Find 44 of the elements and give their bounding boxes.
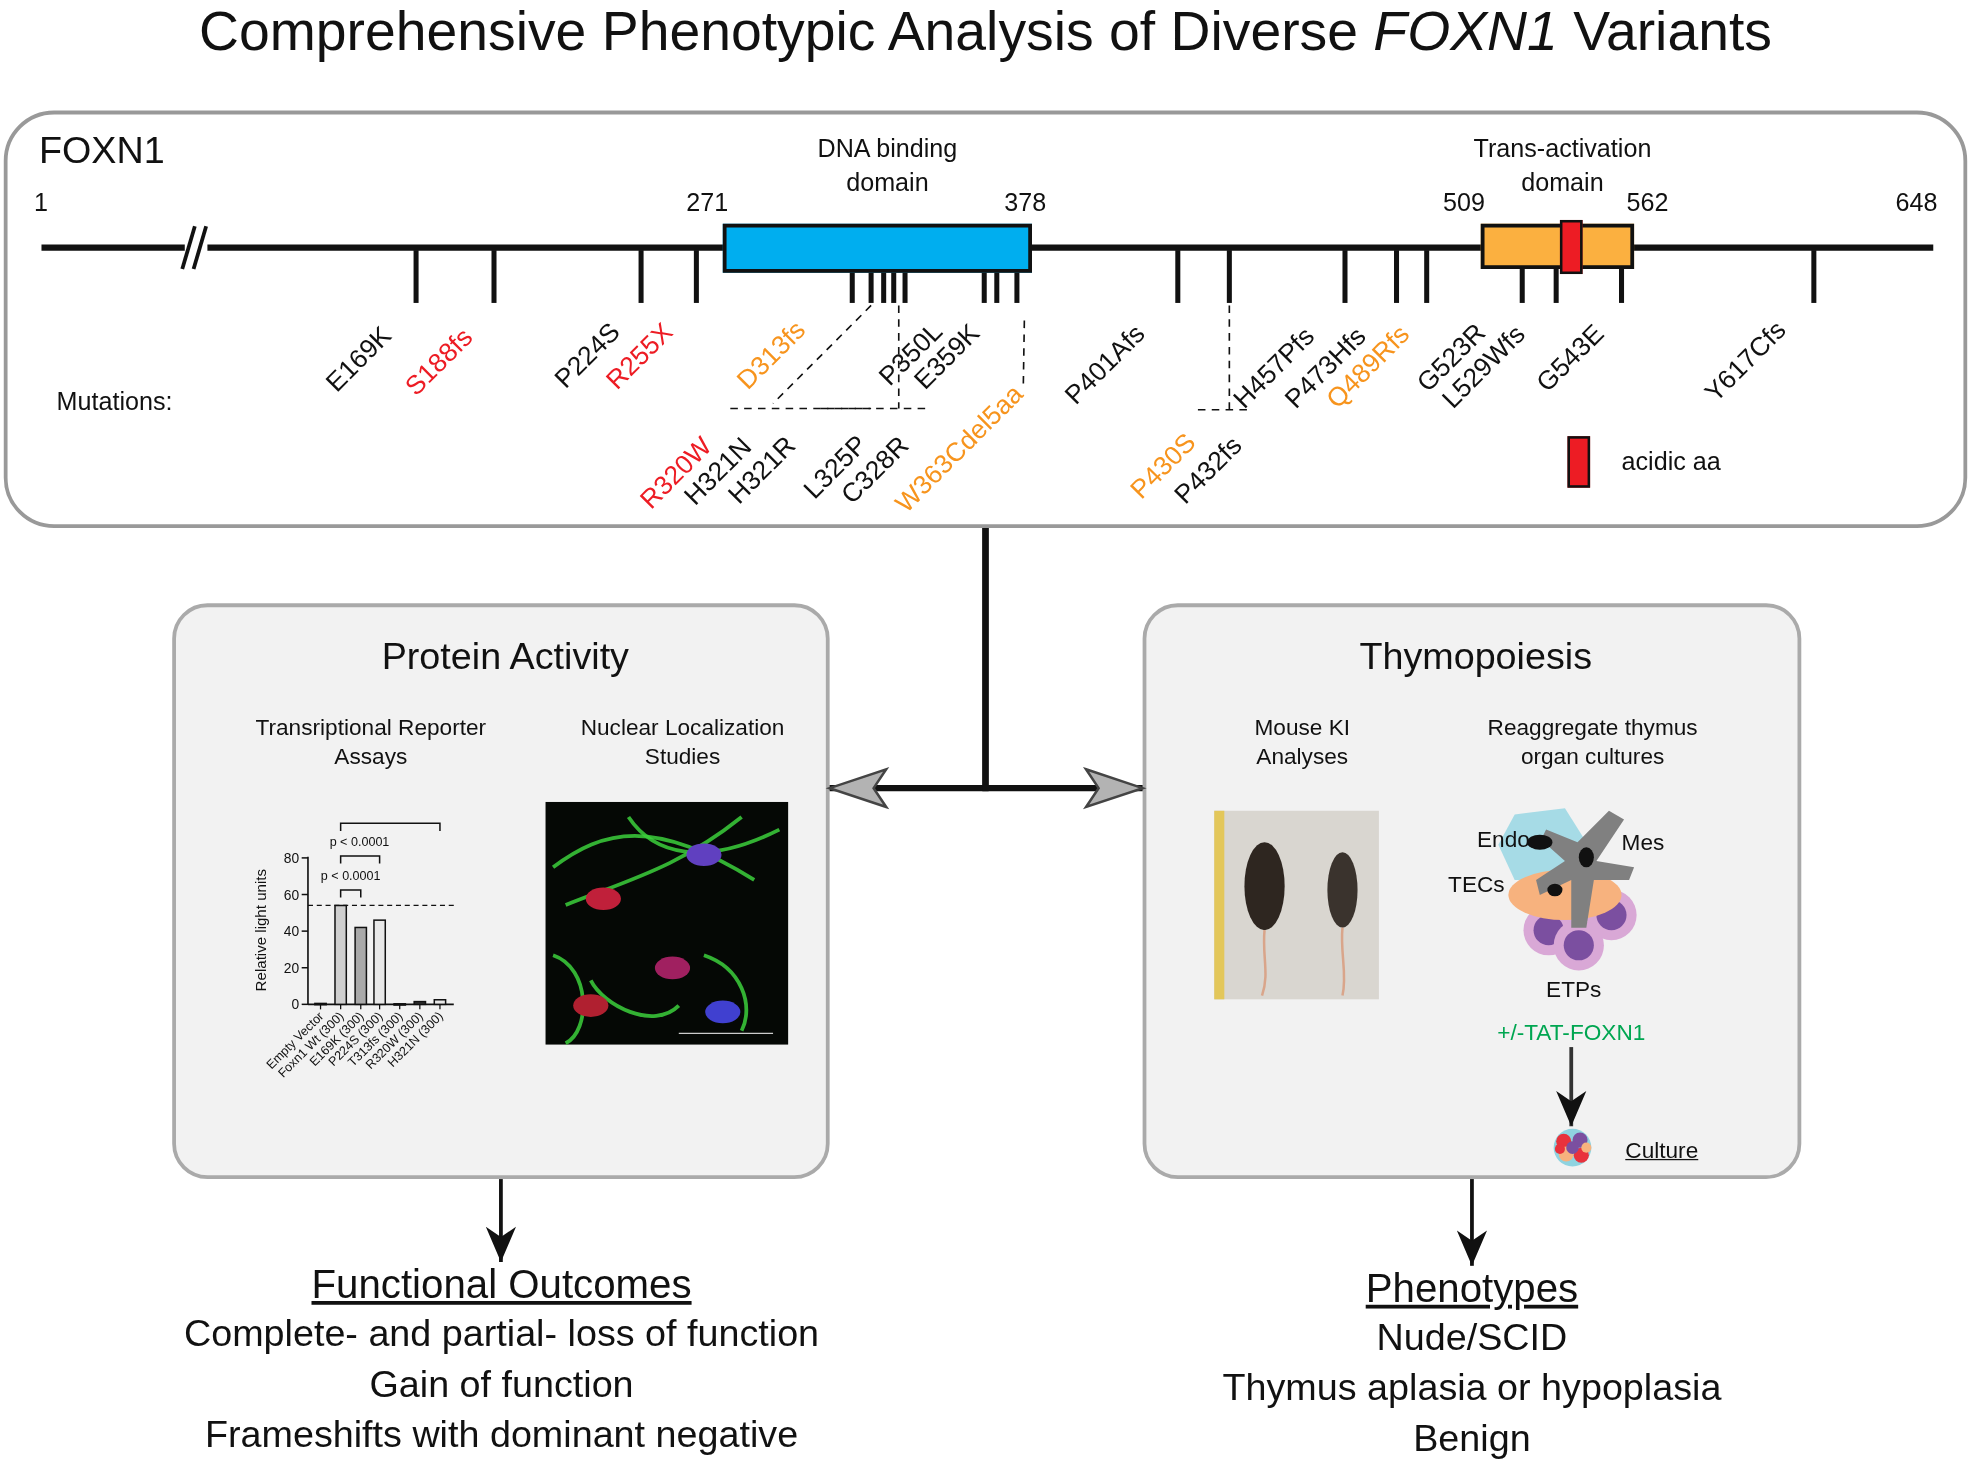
section-heading: Transriptional Reporter Assays	[254, 714, 488, 772]
cell-type-label: TECs	[1448, 872, 1505, 899]
body-text: Thymus aplasia or hypoplasia	[1221, 1366, 1723, 1410]
axis-title: Relative light units	[252, 869, 270, 992]
position-number: 378	[1004, 188, 1047, 218]
cell-type-label: Mes	[1621, 829, 1665, 856]
cell-type-label: Endo	[1476, 827, 1530, 854]
treatment-label: +/-TAT-FOXN1	[1496, 1019, 1647, 1046]
legend-label: acidic aa	[1621, 447, 1721, 477]
section-heading: Mouse KI Analyses	[1253, 714, 1352, 772]
panel	[3, 110, 1968, 528]
panel-title: Thymopoiesis	[1358, 634, 1594, 679]
y-tick-label: 20	[283, 959, 300, 976]
body-text: Nude/SCID	[1375, 1316, 1569, 1360]
heading-text: Phenotypes	[1364, 1265, 1580, 1313]
position-number: 271	[686, 188, 729, 218]
body-text: Benign	[1412, 1416, 1532, 1460]
domain-label: DNA binding domain	[816, 133, 959, 199]
position-number: 648	[1895, 188, 1938, 218]
arrow	[485, 1179, 516, 1263]
panel-title: Protein Activity	[380, 634, 630, 679]
section-heading: Reaggregate thymus organ cultures	[1486, 714, 1699, 772]
annotation-label: p < 0.0001	[320, 868, 381, 883]
y-tick-label: 0	[291, 996, 300, 1013]
section-heading: Nuclear Localization Studies	[579, 714, 786, 772]
position-number: 1	[33, 188, 48, 218]
body-text: Frameshifts with dominant negative	[203, 1412, 800, 1457]
y-tick-label: 60	[283, 886, 300, 903]
y-axis: 0 20 40 60 80	[283, 849, 309, 1013]
position-number: 562	[1626, 188, 1669, 218]
caption-text: Culture	[1625, 1137, 1699, 1164]
y-tick-label: 80	[283, 849, 300, 866]
cell-type-label: ETPs	[1546, 976, 1602, 1003]
title: Comprehensive Phenotypic Analysis of Diverse FOXN1 Variants	[198, 0, 1773, 64]
body-text: Gain of function	[368, 1362, 635, 1406]
arrow	[1456, 1179, 1488, 1266]
arrow	[1556, 1047, 1587, 1127]
y-tick-label: 40	[283, 923, 300, 940]
body-text: Complete- and partial- loss of function	[182, 1312, 821, 1356]
row-label: Mutations:	[56, 387, 173, 417]
panel-title: FOXN1	[38, 129, 165, 173]
annotation-label: p < 0.0001	[329, 834, 390, 849]
arrow	[982, 527, 1144, 809]
heading-text: Functional Outcomes	[310, 1262, 693, 1309]
